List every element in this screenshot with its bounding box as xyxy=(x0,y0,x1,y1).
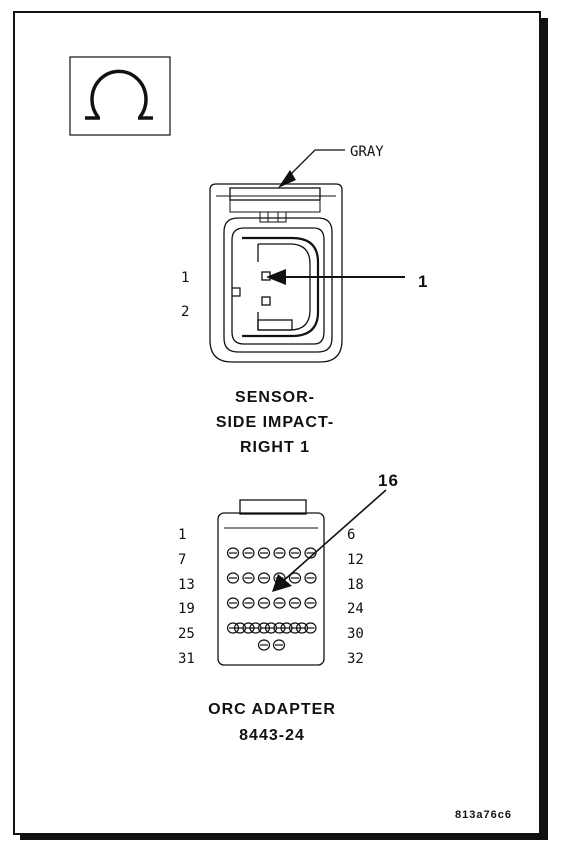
sensor-connector xyxy=(209,183,343,363)
orc-pin xyxy=(226,597,240,609)
orc-title-line-2: 8443-24 xyxy=(239,727,305,744)
orc-pin xyxy=(304,572,317,584)
orc-pin xyxy=(280,622,293,634)
wire-color-label: GRAY xyxy=(350,144,384,160)
orc-pin xyxy=(242,597,255,609)
orc-adapter-connector xyxy=(217,499,325,666)
orc-pin xyxy=(288,547,302,559)
sensor-callout: 1 xyxy=(266,269,428,291)
orc-row-label-left: 25 xyxy=(178,626,195,642)
orc-pin xyxy=(295,622,309,634)
orc-row-label-left: 19 xyxy=(178,601,195,617)
orc-row-labels-left: 1 7 13 19 25 31 xyxy=(178,527,195,667)
orc-pin xyxy=(226,547,240,559)
orc-pin xyxy=(242,547,255,559)
orc-pin xyxy=(257,547,271,559)
sensor-title-line-2: SIDE IMPACT- xyxy=(216,414,334,431)
orc-pin-grid xyxy=(226,547,317,651)
orc-row-label-left: 1 xyxy=(178,527,186,543)
orc-pin xyxy=(272,639,286,651)
orc-pin xyxy=(304,547,317,559)
sensor-title-line-1: SENSOR- xyxy=(235,389,315,406)
orc-pin xyxy=(233,622,247,634)
orc-pin xyxy=(226,572,240,584)
sensor-pin-label-1: 1 xyxy=(181,270,189,286)
orc-title-line-1: ORC ADAPTER xyxy=(208,701,336,718)
orc-callout-number: 16 xyxy=(378,471,399,490)
orc-row-label-right: 18 xyxy=(347,577,364,593)
orc-pin xyxy=(242,572,255,584)
orc-pin xyxy=(273,597,286,609)
orc-row-label-left: 31 xyxy=(178,651,195,667)
orc-row-label-left: 13 xyxy=(178,577,195,593)
orc-pin xyxy=(257,597,271,609)
sensor-title-line-3: RIGHT 1 xyxy=(240,439,310,456)
orc-pin xyxy=(304,597,317,609)
orc-callout: 16 xyxy=(272,471,399,592)
orc-pin xyxy=(288,597,302,609)
sensor-pin-label-2: 2 xyxy=(181,304,189,320)
orc-row-label-right: 32 xyxy=(347,651,364,667)
orc-row-labels-right: 6 12 18 24 30 32 xyxy=(347,527,364,667)
orc-pin xyxy=(249,622,262,634)
orc-pin xyxy=(273,547,286,559)
orc-row-label-right: 30 xyxy=(347,626,364,642)
orc-row-label-left: 7 xyxy=(178,552,186,568)
orc-row-label-right: 24 xyxy=(347,601,364,617)
outer-frame xyxy=(13,11,541,835)
orc-pin xyxy=(257,572,271,584)
orc-pin xyxy=(288,572,302,584)
sensor-callout-number: 1 xyxy=(418,272,428,291)
sensor-pin-2 xyxy=(261,296,271,306)
orc-row-label-right: 12 xyxy=(347,552,364,568)
orc-pin xyxy=(257,639,271,651)
orc-pin xyxy=(264,622,278,634)
figure-id: 813a76c6 xyxy=(455,809,512,821)
orc-row-label-right: 6 xyxy=(347,527,355,543)
ohm-symbol-icon xyxy=(69,56,171,136)
